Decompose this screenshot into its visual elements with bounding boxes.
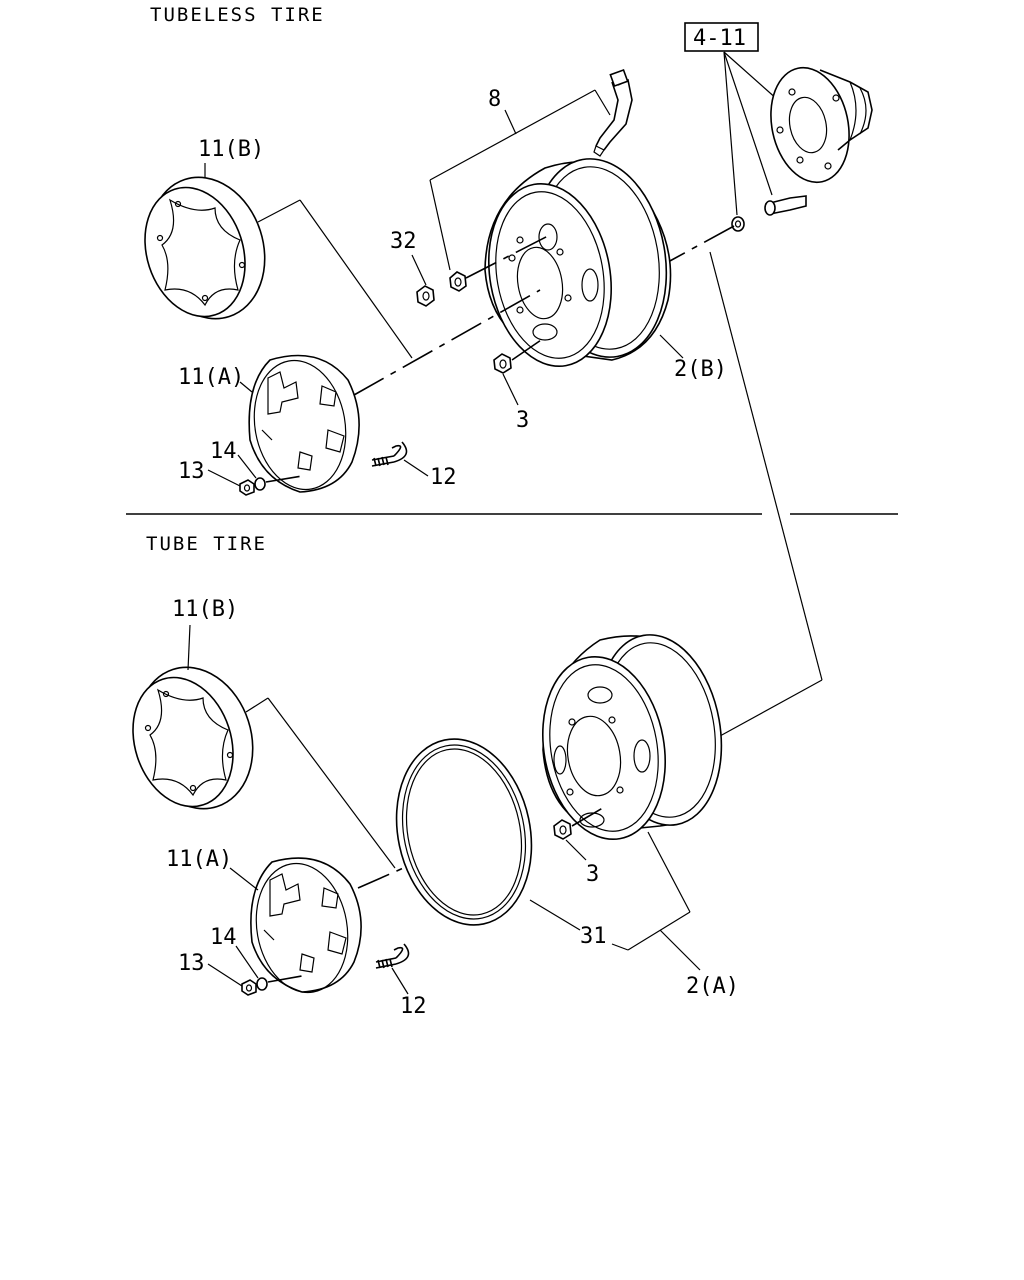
wheel-hub	[770, 66, 873, 184]
reference-box: 4-11	[684, 22, 779, 216]
leader-11a-top	[239, 381, 253, 393]
valve-nut	[449, 235, 549, 292]
label-11b-top: 11(B)	[198, 137, 264, 162]
leader-11a-bot	[229, 867, 259, 891]
spacer-ring-11b-top	[144, 176, 266, 320]
label-2b: 2(B)	[674, 357, 727, 382]
label-32: 32	[390, 229, 417, 254]
spacer-ring-11b-bot	[132, 666, 254, 810]
leader-13-top	[207, 469, 241, 487]
axis-line-hub	[667, 225, 735, 263]
bracket-8	[429, 89, 611, 271]
hook-bolt-12-bot	[375, 943, 410, 995]
label-3-top: 3	[516, 408, 529, 433]
leader-2b	[659, 334, 684, 359]
leader-13-bot	[207, 963, 243, 987]
valve-stem	[593, 68, 633, 157]
nut-13-top	[239, 479, 255, 496]
label-3-bot: 3	[586, 862, 599, 887]
leader-14-bot	[235, 945, 259, 979]
label-2a: 2(A)	[686, 974, 739, 999]
wheel-rim-tube	[541, 634, 723, 840]
spacer-ring-11a-top	[248, 354, 360, 493]
side-ring-31	[395, 738, 581, 931]
label-11b-bot: 11(B)	[172, 597, 238, 622]
leader-14-top	[237, 454, 257, 479]
label-12-bot: 12	[400, 994, 427, 1019]
section-title-tubeless: TUBELESS TIRE	[150, 4, 325, 26]
label-8: 8	[488, 87, 501, 112]
label-11a-bot: 11(A)	[166, 847, 232, 872]
link-11-bot	[245, 697, 409, 889]
nut-32	[411, 254, 435, 307]
wheel-nut-3-top	[493, 337, 545, 406]
label-14-top: 14	[210, 439, 237, 464]
label-12-top: 12	[430, 465, 457, 490]
hub-bolt	[764, 195, 807, 216]
washer-14-top	[254, 475, 303, 491]
label-11a-top: 11(A)	[178, 365, 244, 390]
bracket-2a	[611, 831, 701, 971]
wheel-rim-tubeless	[484, 158, 672, 367]
label-13-bot: 13	[178, 951, 205, 976]
label-14-bot: 14	[210, 925, 237, 950]
washer-14-bot	[256, 975, 303, 991]
label-13-top: 13	[178, 459, 205, 484]
hub-nut	[731, 216, 745, 232]
link-11-top	[257, 199, 541, 396]
hook-bolt-12-top	[371, 441, 429, 477]
wheel-nut-3-bot	[553, 805, 607, 861]
label-31: 31	[580, 924, 607, 949]
section-title-tube: TUBE TIRE	[146, 533, 267, 555]
reference-box-label: 4-11	[693, 26, 746, 51]
leader-11b-bot	[187, 624, 191, 671]
spacer-ring-11a-bot	[250, 857, 362, 994]
nut-13-bot	[241, 979, 257, 996]
link-wheels	[709, 251, 823, 737]
